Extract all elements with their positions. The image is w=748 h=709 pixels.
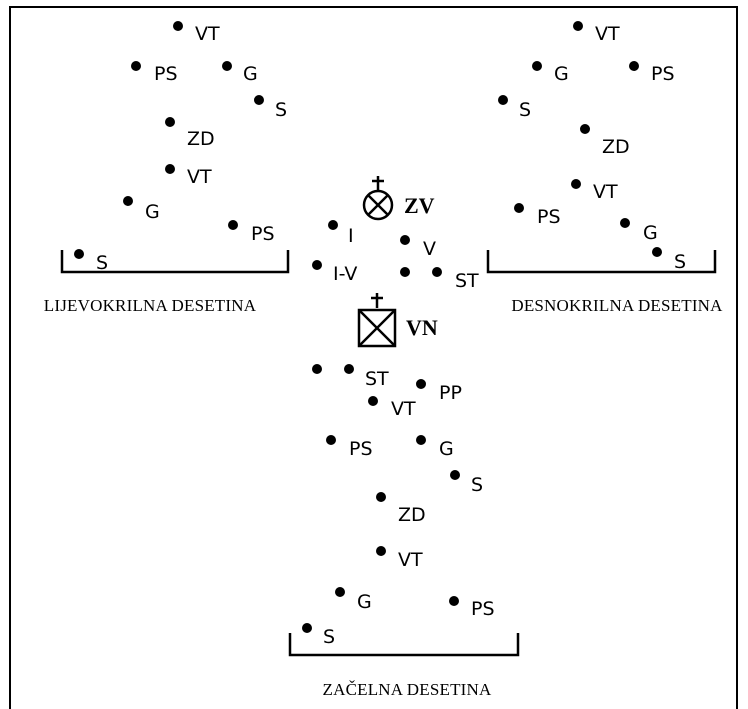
soldier-dot bbox=[335, 587, 345, 597]
soldier-dot bbox=[573, 21, 583, 31]
position-label: G bbox=[643, 222, 658, 244]
left-squad: VT PS G S ZD VT G PS S LIJEVOKRILNA DESE… bbox=[44, 21, 290, 315]
soldier-dot bbox=[514, 203, 524, 213]
position-label: VT bbox=[187, 166, 212, 188]
position-label: PS bbox=[154, 63, 178, 85]
soldier-dot bbox=[450, 470, 460, 480]
position-label: VT bbox=[391, 398, 416, 420]
soldier-dot bbox=[222, 61, 232, 71]
command-group: ZV I V I-V ST VN bbox=[312, 176, 479, 348]
soldier-dot bbox=[571, 179, 581, 189]
position-label: VT bbox=[595, 23, 620, 45]
position-label: G bbox=[357, 591, 372, 613]
soldier-dot bbox=[302, 623, 312, 633]
position-label: G bbox=[554, 63, 569, 85]
soldier-dot bbox=[432, 267, 442, 277]
soldier-dot bbox=[498, 95, 508, 105]
soldier-dot bbox=[344, 364, 354, 374]
position-label: PS bbox=[471, 598, 495, 620]
squad-title: LIJEVOKRILNA DESETINA bbox=[44, 296, 257, 315]
position-label: ZD bbox=[398, 504, 426, 526]
position-label: ST bbox=[455, 270, 479, 292]
position-label: S bbox=[471, 474, 483, 496]
soldier-dot bbox=[376, 546, 386, 556]
position-label: ST bbox=[365, 368, 389, 390]
soldier-dot bbox=[131, 61, 141, 71]
soldier-dot bbox=[328, 220, 338, 230]
position-label: S bbox=[323, 626, 335, 648]
position-label: I bbox=[348, 225, 354, 247]
squad-title: DESNOKRILNA DESETINA bbox=[511, 296, 723, 315]
commander-vn-label: VN bbox=[406, 315, 438, 340]
soldier-dot bbox=[652, 247, 662, 257]
position-label: S bbox=[96, 252, 108, 274]
soldier-dot bbox=[326, 435, 336, 445]
soldier-dot bbox=[629, 61, 639, 71]
position-label: G bbox=[243, 63, 258, 85]
soldier-dot bbox=[620, 218, 630, 228]
position-label: ZD bbox=[187, 128, 215, 150]
diagram-frame bbox=[9, 6, 738, 709]
position-label: VT bbox=[195, 23, 220, 45]
soldier-dot bbox=[400, 267, 410, 277]
rear-squad: ST PP VT PS G S ZD VT G PS S ZAČELNA DES… bbox=[288, 364, 520, 699]
soldier-dot bbox=[74, 249, 84, 259]
soldier-dot bbox=[123, 196, 133, 206]
soldier-dot bbox=[368, 396, 378, 406]
commander-zv-symbol bbox=[362, 176, 394, 221]
soldier-dot bbox=[449, 596, 459, 606]
soldier-dot bbox=[165, 164, 175, 174]
position-label: PS bbox=[651, 63, 675, 85]
soldier-dot bbox=[580, 124, 590, 134]
soldier-dot bbox=[173, 21, 183, 31]
commander-zv-label: ZV bbox=[404, 193, 435, 218]
soldier-dot bbox=[400, 235, 410, 245]
position-label: PP bbox=[439, 382, 462, 404]
squad-bracket bbox=[60, 250, 290, 274]
squad-title: ZAČELNA DESETINA bbox=[323, 680, 492, 699]
position-label: S bbox=[519, 99, 531, 121]
soldier-dot bbox=[376, 492, 386, 502]
position-label: PS bbox=[537, 206, 561, 228]
position-label: I-V bbox=[333, 263, 357, 285]
position-label: G bbox=[439, 438, 454, 460]
squad-bracket bbox=[288, 633, 520, 657]
position-label: VT bbox=[593, 181, 618, 203]
position-label: PS bbox=[251, 223, 275, 245]
soldier-dot bbox=[532, 61, 542, 71]
position-label: S bbox=[275, 99, 287, 121]
commander-vn-symbol bbox=[357, 293, 397, 348]
position-label: ZD bbox=[602, 136, 630, 158]
right-squad: VT G PS S ZD VT PS G S DESNOKRILNA DESET… bbox=[486, 21, 723, 315]
soldier-dot bbox=[416, 379, 426, 389]
position-label: V bbox=[423, 238, 436, 260]
soldier-dot bbox=[165, 117, 175, 127]
soldier-dot bbox=[312, 364, 322, 374]
position-label: PS bbox=[349, 438, 373, 460]
position-label: VT bbox=[398, 549, 423, 571]
soldier-dot bbox=[254, 95, 264, 105]
position-label: G bbox=[145, 201, 160, 223]
soldier-dot bbox=[228, 220, 238, 230]
position-label: S bbox=[674, 251, 686, 273]
squad-bracket bbox=[486, 250, 717, 274]
soldier-dot bbox=[312, 260, 322, 270]
soldier-dot bbox=[416, 435, 426, 445]
